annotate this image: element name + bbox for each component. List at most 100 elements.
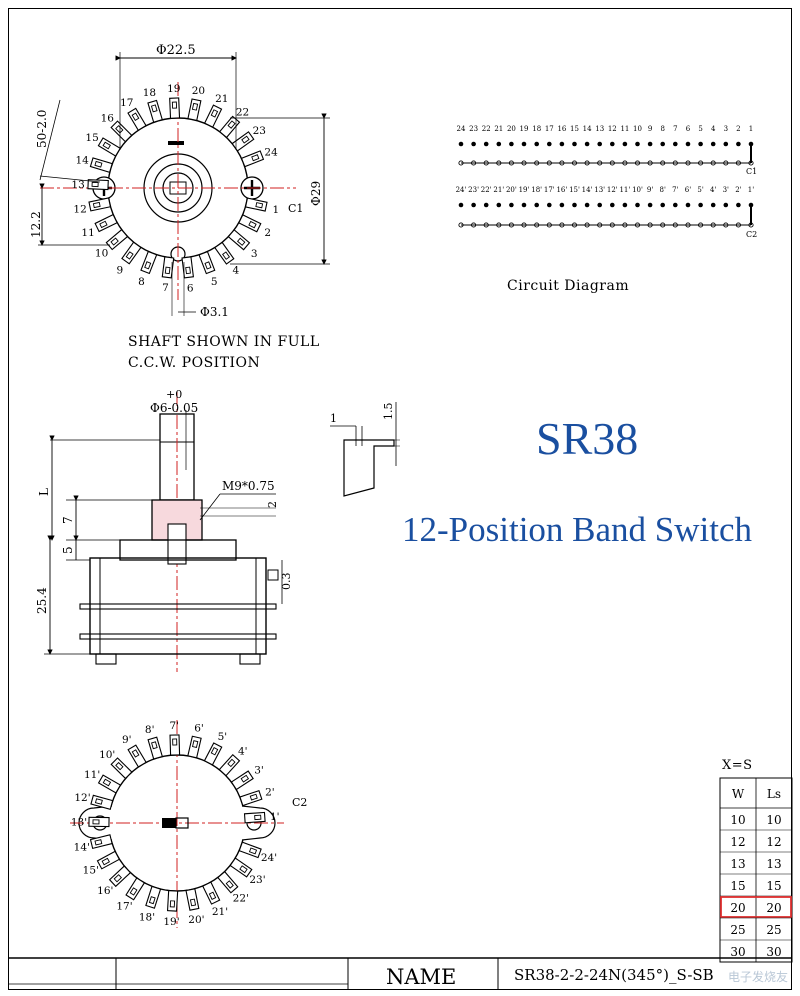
terminal-label: 3 (251, 248, 258, 260)
circuit-contact-dot (597, 202, 602, 208)
circuit-number: 8' (660, 186, 666, 194)
terminal-label: 7 (162, 282, 169, 294)
terminal-tab (187, 735, 202, 759)
dim-7: 7 (61, 516, 75, 524)
note-line-2: C.C.W. POSITION (128, 355, 261, 371)
terminal-tab (121, 241, 142, 265)
terminal-tab (229, 857, 253, 878)
circuit-number: 8 (660, 125, 664, 133)
terminal-tab (97, 137, 121, 157)
table-row-highlight (720, 896, 792, 918)
terminal-tab (239, 789, 263, 807)
terminal-label: 14 (76, 154, 90, 166)
circuit-contact-dot (572, 202, 577, 208)
terminal-label: 15 (85, 132, 98, 144)
terminal-tab (185, 888, 200, 911)
circuit-number: 21 (494, 125, 503, 133)
terminal-label: 20' (188, 914, 204, 926)
circuit-contact-dot (547, 141, 552, 147)
circuit-contact-dot (521, 141, 527, 147)
terminal-label: 9' (122, 734, 132, 746)
note-line-1: SHAFT SHOWN IN FULL (128, 334, 320, 350)
circuit-number: 12 (608, 125, 617, 133)
terminal-tab (243, 811, 266, 824)
side-view: L 7 5 25.4 +0 Φ6-0.05 M9*0.75 2 0.3 (35, 388, 293, 672)
circuit-number: 7' (672, 186, 678, 194)
terminal-tab (127, 107, 147, 131)
terminal-label: 8' (145, 724, 155, 736)
circuit-number: 7 (673, 125, 677, 133)
circuit-number: 11 (620, 125, 629, 133)
terminal-tab (181, 256, 194, 279)
table-cell: 10 (766, 813, 781, 827)
circuit-number: 3' (723, 186, 729, 194)
circuit-contact-dot (736, 141, 741, 147)
table-cell: 12 (730, 835, 745, 849)
circuit-contact-dot (698, 141, 703, 147)
terminal-label: 3' (254, 764, 264, 776)
terminal-label: 12' (74, 792, 90, 804)
circuit-contact-dot (584, 202, 590, 208)
circuit-number: 18 (532, 125, 541, 133)
wafer-2 (79, 633, 277, 640)
circuit-c2: C2 (746, 230, 757, 239)
circuit-caption: Circuit Diagram (507, 278, 630, 294)
circuit-contact-dot (610, 202, 615, 208)
terminal-label: 21 (215, 93, 228, 105)
terminal-label: 19' (163, 916, 179, 928)
circuit-contact-dot (622, 141, 628, 147)
circuit-number: 5 (698, 125, 702, 133)
dim-L: L (37, 488, 51, 496)
circuit-contact-dot (483, 141, 489, 147)
terminal-tab (147, 99, 163, 123)
circuit-contact-dot (597, 141, 602, 147)
circuit-number: 20 (507, 125, 516, 133)
circuit-number: 14 (583, 125, 592, 133)
circuit-number: 23' (468, 186, 479, 194)
circuit-number: 23 (469, 125, 478, 133)
circuit-number: 10' (632, 186, 643, 194)
terminal-tab (187, 98, 202, 122)
table-cell: 25 (730, 923, 745, 937)
terminal-label: 11 (81, 227, 94, 239)
table-cell: 30 (766, 945, 781, 959)
top-common-label: C1 (288, 202, 303, 215)
terminal-label: 23 (253, 125, 266, 137)
terminal-label: 22 (236, 107, 249, 119)
terminal-label: 24 (264, 147, 278, 159)
circuit-number: 2 (736, 125, 740, 133)
terminal-label: 2 (264, 227, 271, 239)
circuit-contact-dot (496, 141, 502, 147)
bottom-common-label: C2 (292, 796, 307, 809)
terminal-tab (198, 250, 216, 275)
circuit-number: 16 (557, 125, 566, 133)
terminal-tab (96, 850, 121, 870)
model-subtitle: 12-Position Band Switch (402, 510, 753, 549)
terminal-label: 10' (99, 749, 115, 761)
shaft-tolerance: +0 (166, 388, 182, 401)
circuit-contact-dot (458, 202, 464, 208)
watermark-logo: 电子发烧友 (728, 970, 789, 984)
circuit-contact-dot (710, 202, 716, 208)
terminal-label: 16 (101, 112, 115, 124)
circuit-number: 4 (711, 125, 716, 133)
terminal-label: 1 (272, 204, 279, 216)
terminal-tab (169, 97, 181, 119)
terminal-tab (217, 870, 239, 894)
terminal-tab (231, 131, 255, 152)
terminal-label: 13' (71, 817, 87, 829)
dim-2: 2 (266, 501, 279, 508)
circuit-number: 6 (686, 125, 691, 133)
circuit-contact-dot (610, 141, 615, 147)
circuit-contact-dot (559, 141, 565, 147)
terminal-tab (94, 213, 118, 233)
circuit-number: 9' (647, 186, 653, 194)
terminal-tab (110, 757, 133, 780)
circuit-contact-dot (509, 202, 514, 208)
circuit-contact-dot (622, 202, 628, 208)
table-cell: 30 (730, 945, 745, 959)
circuit-contact-dot (496, 202, 502, 208)
circuit-number: 24 (457, 125, 466, 133)
